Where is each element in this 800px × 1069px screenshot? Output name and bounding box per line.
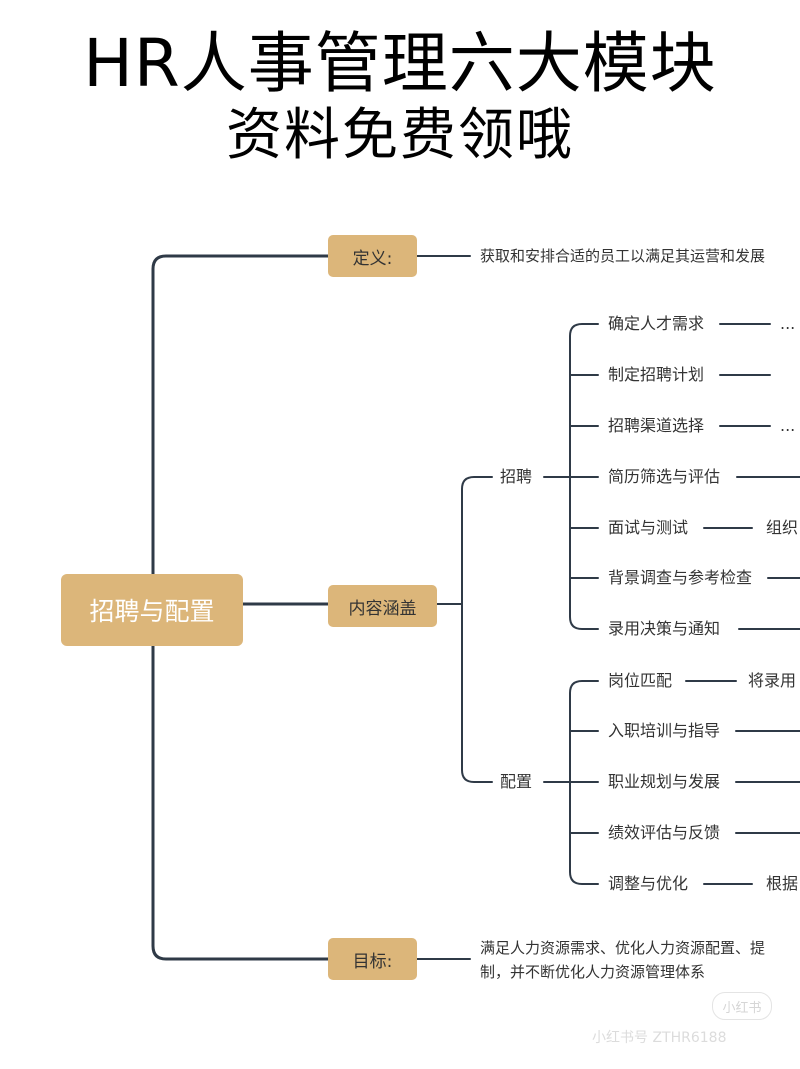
recruit-branch (543, 323, 599, 630)
goal-text-line2: 制，并不断优化人力资源管理体系 (480, 963, 706, 981)
root-spine (151, 254, 330, 576)
allocate-leaf[interactable]: 职业规划与发展 (608, 772, 721, 791)
definition-node[interactable]: 定义: (328, 235, 417, 277)
root-spine-bottom (151, 644, 330, 961)
content-branch (436, 476, 493, 783)
page-subtitle: 资料免费领哦 (226, 103, 574, 168)
allocate-leaf[interactable]: 调整与优化 (608, 874, 689, 893)
recruit-leaf[interactable]: 面试与测试 (608, 518, 689, 537)
recruit-leaf[interactable]: 制定招聘计划 (608, 365, 705, 384)
recruit-leaf[interactable]: 招聘渠道选择 (608, 416, 705, 435)
allocate-leaf[interactable]: 绩效评估与反馈 (608, 823, 721, 842)
watermark-text: 小红书号 ZTHR6188 (592, 1030, 727, 1046)
goal-node[interactable]: 目标: (328, 938, 417, 980)
recruit-leaf[interactable]: 背景调查与参考检查 (608, 568, 753, 587)
recruit-leaf-tail: ... (780, 314, 796, 333)
allocate-node[interactable]: 配置 (500, 772, 533, 791)
definition-text: 获取和安排合适的员工以满足其运营和发展 (480, 247, 766, 265)
leaf-tails (685, 323, 800, 885)
recruit-leaf[interactable]: 确定人才需求 (608, 314, 705, 333)
allocate-branch (543, 680, 599, 885)
watermark-badge: 小红书 (712, 992, 772, 1020)
root-node[interactable]: 招聘与配置 (61, 574, 243, 646)
recruit-leaf[interactable]: 录用决策与通知 (608, 619, 721, 638)
goal-text-line1: 满足人力资源需求、优化人力资源配置、提 (480, 939, 766, 957)
allocate-leaf-tail: 将录用 (748, 671, 797, 690)
allocate-leaf[interactable]: 入职培训与指导 (608, 721, 721, 740)
page-title: HR人事管理六大模块 (83, 25, 717, 102)
recruit-leaf-tail: 组织 (766, 518, 799, 537)
allocate-leaf-tail: 根据 (766, 874, 799, 893)
recruit-leaf[interactable]: 简历筛选与评估 (608, 467, 721, 486)
allocate-leaf[interactable]: 岗位匹配 (608, 671, 673, 690)
content-node[interactable]: 内容涵盖 (328, 585, 437, 627)
recruit-leaf-tail: ... (780, 416, 796, 435)
recruit-node[interactable]: 招聘 (500, 467, 533, 486)
